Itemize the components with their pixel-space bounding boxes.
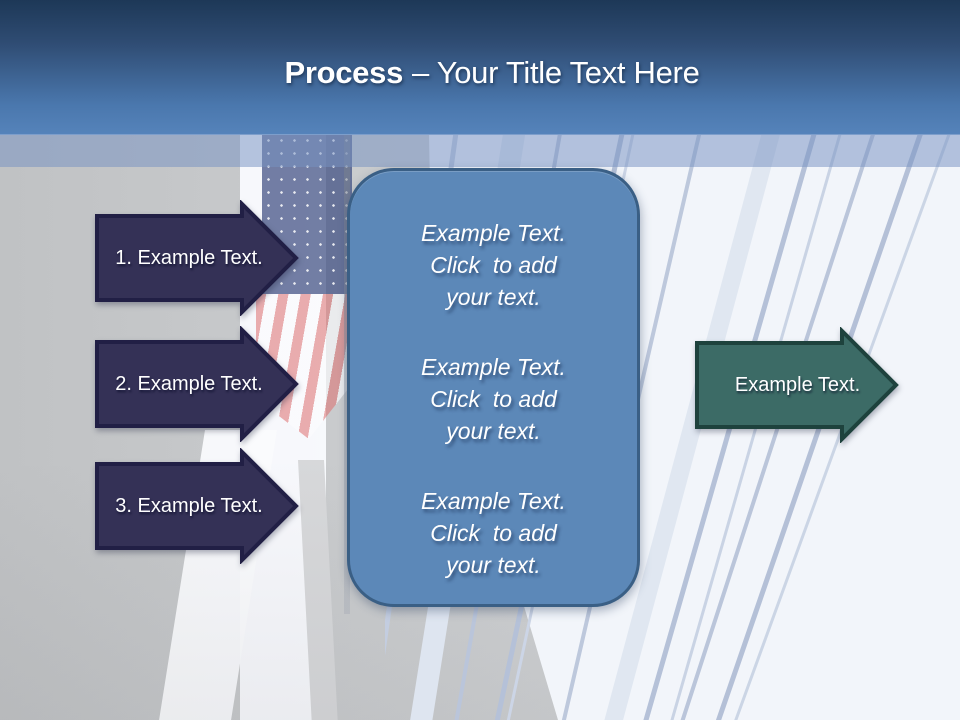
center-text-panel[interactable]: Example Text. Click to add your text. Ex… [347,168,640,607]
panel-line: your text. [446,552,541,578]
step-arrow-2-shape [95,326,299,442]
result-arrow[interactable]: Example Text. [695,327,900,443]
panel-line: Click to add [430,252,557,278]
panel-line: your text. [446,418,541,444]
panel-line: Click to add [430,386,557,412]
panel-text-block-3[interactable]: Example Text. Click to add your text. [350,485,637,581]
panel-line: Example Text. [421,354,566,380]
step-arrow-2-label: 2. Example Text. [115,372,263,395]
panel-line: Click to add [430,520,557,546]
result-arrow-shape [695,327,899,443]
panel-line: Example Text. [421,220,566,246]
step-arrow-3-label: 3. Example Text. [115,494,263,517]
panel-line: your text. [446,284,541,310]
step-arrow-1[interactable]: 1. Example Text. [95,200,300,316]
step-arrow-2[interactable]: 2. Example Text. [95,326,300,442]
panel-text-block-1[interactable]: Example Text. Click to add your text. [350,217,637,313]
slide-header: Process– Your Title Text Here [0,0,960,135]
panel-line: Example Text. [421,488,566,514]
step-arrow-1-shape [95,200,299,316]
step-arrow-1-label: 1. Example Text. [115,246,263,269]
panel-text-block-2[interactable]: Example Text. Click to add your text. [350,351,637,447]
step-arrow-3[interactable]: 3. Example Text. [95,448,300,564]
step-arrow-3-shape [95,448,299,564]
result-arrow-label: Example Text. [734,373,861,396]
header-translucent-band [0,134,960,167]
page-title[interactable]: Process– Your Title Text Here [284,55,699,91]
title-rest: – Your Title Text Here [412,55,700,90]
title-keyword: Process [284,55,404,90]
